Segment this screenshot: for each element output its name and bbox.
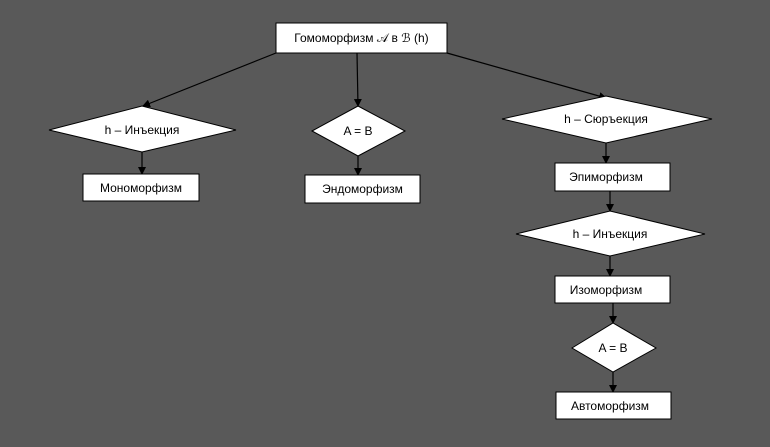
- right-result2-label: Изоморфизм: [570, 283, 643, 297]
- middle-condition-label: A = B: [343, 124, 372, 138]
- right-result3-node: Автоморфизм: [555, 391, 672, 420]
- right-result3-label: Автоморфизм: [571, 399, 649, 413]
- middle-result-node: Эндоморфизм: [304, 174, 421, 204]
- right-result1-node: Эпиморфизм: [554, 162, 671, 192]
- left-condition-label: h – Инъекция: [105, 123, 180, 137]
- right-result2-node: Изоморфизм: [554, 275, 671, 304]
- left-result-label: Мономорфизм: [100, 181, 182, 195]
- root-label: Гомоморфизм 𝒜 в ℬ (h): [294, 31, 428, 45]
- right-result1-label: Эпиморфизм: [569, 170, 643, 184]
- edge-root-to-right: [446, 52, 607, 100]
- root-node: Гомоморфизм 𝒜 в ℬ (h): [275, 22, 448, 54]
- right-condition3-label: A = B: [598, 341, 627, 355]
- right-condition2-label: h – Инъекция: [573, 227, 648, 241]
- connectors: [138, 52, 617, 393]
- left-result-node: Мономорфизм: [82, 173, 200, 202]
- right-condition1-node: h – Сюръекция: [501, 95, 713, 144]
- middle-result-label: Эндоморфизм: [322, 182, 403, 196]
- edge-root-to-left: [142, 52, 277, 108]
- right-condition1-label: h – Сюръекция: [564, 112, 648, 126]
- edge-root-to-middle: [353, 52, 362, 107]
- right-condition3-node: A = B: [571, 322, 658, 373]
- middle-condition-node: A = B: [310, 105, 407, 157]
- left-condition-node: h – Инъекция: [48, 105, 237, 153]
- right-condition2-node: h – Инъекция: [515, 210, 706, 257]
